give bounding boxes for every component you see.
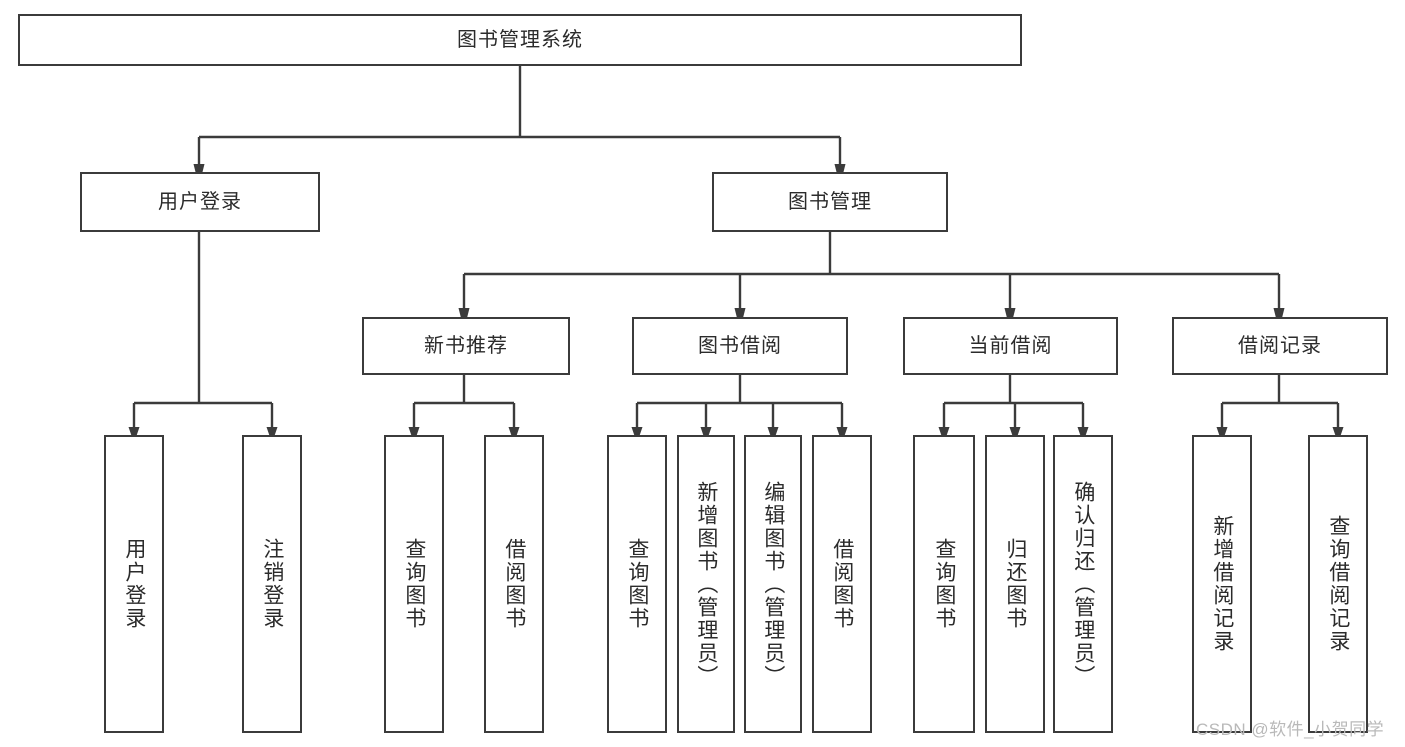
node-label: 查询图书 — [932, 538, 956, 630]
node-label: 确认归还（管理员） — [1071, 480, 1095, 688]
node-label: 归还图书 — [1003, 538, 1027, 630]
node-leaf-query-book-recommend[interactable]: 查询图书 — [384, 435, 444, 733]
node-label: 借阅图书 — [502, 538, 526, 630]
node-label: 用户登录 — [122, 538, 146, 630]
node-label: 图书管理 — [788, 191, 872, 213]
node-label: 查询借阅记录 — [1326, 515, 1350, 653]
node-leaf-query-borrow-record[interactable]: 查询借阅记录 — [1308, 435, 1368, 733]
node-label: 当前借阅 — [968, 335, 1053, 357]
node-current-borrow[interactable]: 当前借阅 — [903, 317, 1118, 375]
node-leaf-edit-book-admin[interactable]: 编辑图书（管理员） — [744, 435, 802, 733]
node-leaf-add-book-admin[interactable]: 新增图书（管理员） — [677, 435, 735, 733]
csdn-watermark: CSDN @软件_小贺同学 — [1196, 720, 1385, 739]
node-new-book-recommend[interactable]: 新书推荐 — [362, 317, 570, 375]
node-label: 借阅图书 — [830, 538, 854, 630]
node-leaf-confirm-return-admin[interactable]: 确认归还（管理员） — [1053, 435, 1113, 733]
node-label: 新增图书（管理员） — [694, 480, 718, 688]
node-label: 用户登录 — [158, 191, 242, 213]
node-root-system[interactable]: 图书管理系统 — [18, 14, 1022, 66]
node-leaf-user-login[interactable]: 用户登录 — [104, 435, 164, 733]
node-label: 查询图书 — [402, 538, 426, 630]
node-leaf-borrow-book[interactable]: 借阅图书 — [812, 435, 872, 733]
node-leaf-borrow-book-recommend[interactable]: 借阅图书 — [484, 435, 544, 733]
node-leaf-logout[interactable]: 注销登录 — [242, 435, 302, 733]
node-label: 图书借阅 — [698, 335, 782, 357]
node-label: 注销登录 — [260, 538, 284, 630]
node-label: 新增借阅记录 — [1210, 515, 1234, 653]
node-leaf-query-book-current[interactable]: 查询图书 — [913, 435, 975, 733]
node-borrow-record[interactable]: 借阅记录 — [1172, 317, 1388, 375]
node-label: 新书推荐 — [424, 335, 508, 357]
node-label: 图书管理系统 — [457, 29, 583, 51]
node-book-management[interactable]: 图书管理 — [712, 172, 948, 232]
node-leaf-query-book-borrow[interactable]: 查询图书 — [607, 435, 667, 733]
node-book-borrow[interactable]: 图书借阅 — [632, 317, 848, 375]
node-label: 编辑图书（管理员） — [761, 480, 785, 688]
node-label: 借阅记录 — [1238, 335, 1322, 357]
node-leaf-add-borrow-record[interactable]: 新增借阅记录 — [1192, 435, 1252, 733]
node-leaf-return-book[interactable]: 归还图书 — [985, 435, 1045, 733]
node-user-login[interactable]: 用户登录 — [80, 172, 320, 232]
node-label: 查询图书 — [625, 538, 649, 630]
